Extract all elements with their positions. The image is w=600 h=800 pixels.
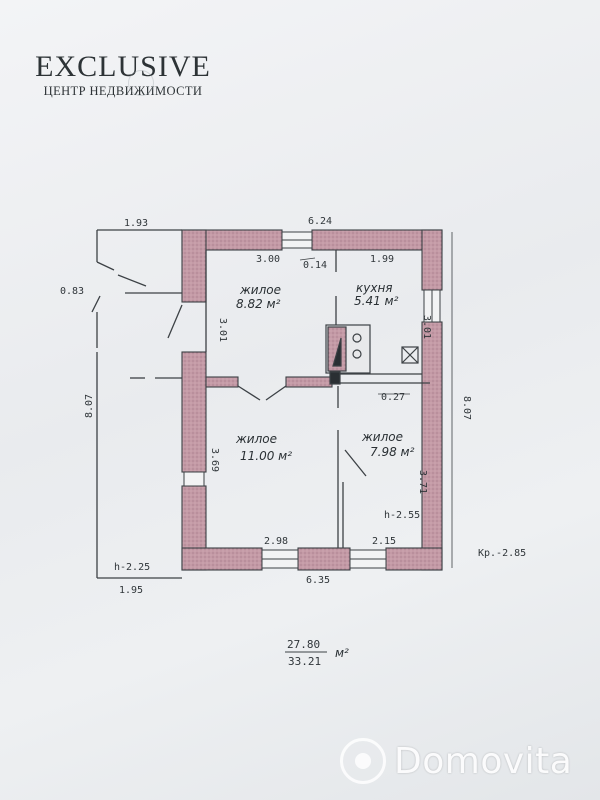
dim-3-69: 3.69 bbox=[209, 448, 220, 472]
brand-subtitle: ЦЕНТР НЕДВИЖИМОСТИ bbox=[43, 84, 203, 98]
dim-3-01-right: 3.01 bbox=[421, 315, 432, 339]
room-living-1-area: 8.82 м² bbox=[236, 297, 281, 311]
partitions bbox=[205, 250, 430, 548]
crest-icon bbox=[128, 70, 154, 96]
main-walls bbox=[181, 229, 443, 571]
room-kitchen-area: 5.41 м² bbox=[354, 294, 399, 308]
dim-top-right: 6.24 bbox=[308, 216, 332, 227]
dimension-lines bbox=[299, 232, 453, 568]
dim-left-8-07: 8.07 bbox=[84, 394, 95, 418]
veranda-walls bbox=[91, 229, 183, 579]
dim-1-95: 1.95 bbox=[119, 585, 143, 596]
dim-0-27: 0.27 bbox=[381, 392, 405, 403]
total-area-unit: м² bbox=[335, 646, 349, 660]
dim-3-71: 3.71 bbox=[417, 470, 428, 494]
dim-6-35: 6.35 bbox=[306, 575, 330, 586]
room-living-2-name: жилое bbox=[235, 432, 277, 446]
room-living-1-name: жилое bbox=[239, 283, 281, 297]
watermark-text: Domovita bbox=[394, 740, 573, 782]
total-area-value: 33.21 bbox=[288, 655, 321, 668]
brand-title: EXCLUSIVE bbox=[35, 50, 211, 83]
room-living-2-area: 11.00 м² bbox=[240, 449, 292, 463]
total-living-area: 27.80 bbox=[287, 638, 320, 651]
domovita-logo-icon bbox=[340, 738, 386, 784]
total-area: 27.80 33.21 м² bbox=[285, 638, 349, 668]
dim-3-01-left: 3.01 bbox=[217, 318, 228, 342]
dim-0-83: 0.83 bbox=[60, 286, 84, 297]
stove bbox=[325, 324, 371, 385]
dim-right-8-07: 8.07 bbox=[461, 396, 472, 420]
dim-h-2-55: h-2.55 bbox=[384, 510, 420, 521]
room-living-3-area: 7.98 м² bbox=[370, 445, 415, 459]
room-living-3-name: жилое bbox=[361, 430, 403, 444]
brand-logo: EXCLUSIVE ЦЕНТР НЕДВИЖИМОСТИ bbox=[18, 52, 228, 99]
watermark: Domovita bbox=[340, 738, 572, 784]
dim-h-2-25: h-2.25 bbox=[114, 562, 150, 573]
dim-2-15: 2.15 bbox=[372, 536, 396, 547]
sink-icon bbox=[401, 346, 419, 364]
dim-3-00: 3.00 bbox=[256, 254, 280, 265]
room-kitchen-name: кухня bbox=[356, 281, 393, 295]
dim-kr-2-85: Кр.-2.85 bbox=[478, 548, 526, 559]
dim-1-99: 1.99 bbox=[370, 254, 394, 265]
dim-top-left: 1.93 bbox=[124, 218, 148, 229]
windows bbox=[183, 231, 441, 569]
dim-2-98: 2.98 bbox=[264, 536, 288, 547]
dim-0-14: 0.14 bbox=[303, 260, 327, 271]
